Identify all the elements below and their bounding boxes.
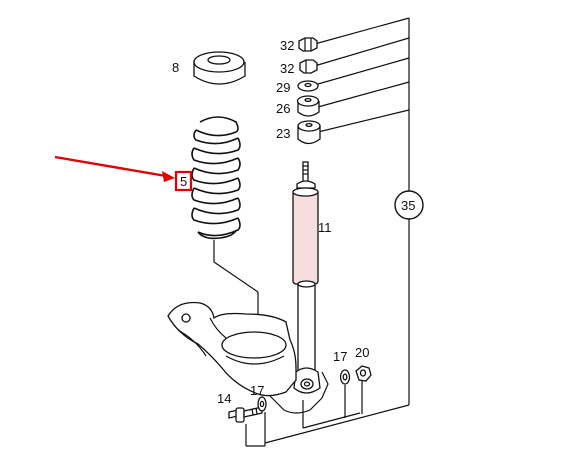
callout-14: 14 [217,391,231,406]
spring-pad-part [193,51,246,85]
callout-35-circle [394,190,424,220]
callout-20: 20 [355,345,369,360]
highlight-box [174,170,193,192]
callout-17-right: 17 [333,349,347,364]
bracket-lines [245,17,410,447]
shock-absorber-part [292,161,321,394]
callout-5: 5 [180,174,187,189]
top-mount-hardware [296,37,321,145]
callout-26: 26 [276,101,290,116]
callout-8: 8 [172,60,179,75]
callout-35: 35 [401,198,415,213]
callout-17-left: 17 [250,383,264,398]
callout-11: 11 [318,220,332,235]
callout-32-second: 32 [280,61,294,76]
callout-29: 29 [276,80,290,95]
highlight-arrow [54,155,175,182]
callout-23: 23 [276,126,290,141]
control-arm-part [167,301,329,414]
lower-hardware [257,365,372,412]
bolt-part [228,406,263,423]
coil-spring-part [191,116,259,345]
callout-32-top: 32 [280,38,294,53]
